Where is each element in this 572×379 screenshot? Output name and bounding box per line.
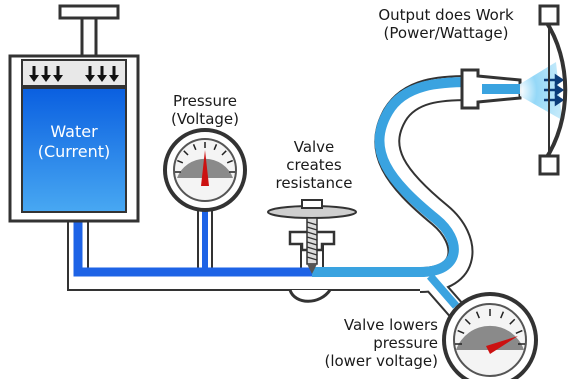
gauge-tick	[183, 150, 189, 156]
valve-lowers-label-line-1: Valve lowers	[343, 316, 438, 334]
valve-label-line-2: creates	[286, 156, 342, 174]
pressure-gauge-needle	[201, 150, 209, 186]
valve-thread	[306, 236, 318, 241]
output-label: Output does Work (Power/Wattage)	[354, 6, 538, 42]
valve-thread	[306, 226, 318, 231]
pipe-bump	[288, 289, 332, 303]
piston-arrow-shaft	[88, 66, 92, 76]
valve-thread	[306, 251, 318, 256]
valve	[267, 199, 357, 274]
piston-plate	[21, 59, 127, 87]
water-label-line-2: (Current)	[37, 142, 111, 161]
valve-lowers-label-line-3: (lower voltage)	[324, 352, 438, 370]
piston-arrow-shaft	[56, 66, 60, 76]
gauge-tick	[509, 318, 516, 325]
piston-arrow-head	[29, 75, 39, 82]
gauge-tick	[192, 143, 197, 151]
piston-arrow-head	[97, 75, 107, 82]
gauge-tick	[515, 329, 523, 334]
water-spray	[520, 62, 562, 120]
piston-arrow-head	[53, 75, 63, 82]
gauge-tick	[213, 143, 218, 151]
valve-lowers-label: Valve lowers pressure (lower voltage)	[302, 316, 438, 370]
pressure-label-line-2: (Voltage)	[171, 110, 239, 128]
valve-thread	[306, 231, 318, 236]
piston-arrow-head	[109, 75, 119, 82]
lower-gauge-face	[456, 325, 524, 350]
valve-thread	[306, 221, 318, 226]
gauge-tick	[226, 159, 234, 164]
piston-arrow-shaft	[44, 66, 48, 76]
gauge-tick	[475, 311, 480, 319]
output-label-line-1: Output does Work	[378, 6, 514, 24]
valve-label: Valve creates resistance	[264, 138, 364, 192]
lower-pressure-gauge	[442, 292, 538, 379]
output-nozzle	[460, 68, 522, 110]
output-label-line-2: (Power/Wattage)	[383, 24, 509, 42]
valve-tip	[307, 264, 317, 274]
pressure-gauge	[163, 128, 247, 212]
high-pressure-water	[73, 212, 312, 277]
valve-label-line-3: resistance	[275, 174, 353, 192]
valve-thread	[306, 241, 318, 246]
piston-arrow-head	[85, 75, 95, 82]
work-plate	[538, 4, 568, 176]
piston-handle-top	[58, 4, 120, 20]
piston-arrow-shaft	[112, 66, 116, 76]
valve-thread	[306, 256, 318, 261]
piston-arrow-head	[41, 75, 51, 82]
piston-arrow-shaft	[32, 66, 36, 76]
gauge-tick	[176, 159, 184, 164]
valve-thread	[306, 246, 318, 251]
valve-label-line-1: Valve	[293, 138, 335, 156]
water-tank	[8, 4, 140, 223]
gauge-tick	[500, 311, 505, 319]
gauge-tick	[457, 329, 465, 334]
water-label: Water (Current)	[26, 122, 122, 162]
piston-pressure-arrows	[29, 66, 119, 82]
water-label-line-1: Water	[50, 122, 98, 141]
spray-arrows	[544, 73, 565, 107]
piston-rod	[80, 16, 98, 62]
pressure-label-line-1: Pressure	[172, 92, 238, 110]
valve-lowers-label-line-2: pressure	[373, 334, 438, 352]
lower-gauge-needle	[486, 336, 518, 354]
pressure-label: Pressure (Voltage)	[152, 92, 258, 128]
gauge-tick	[464, 318, 471, 325]
low-pressure-water	[312, 77, 482, 277]
piston-arrow-shaft	[100, 66, 104, 76]
gauge-tick	[221, 150, 227, 156]
